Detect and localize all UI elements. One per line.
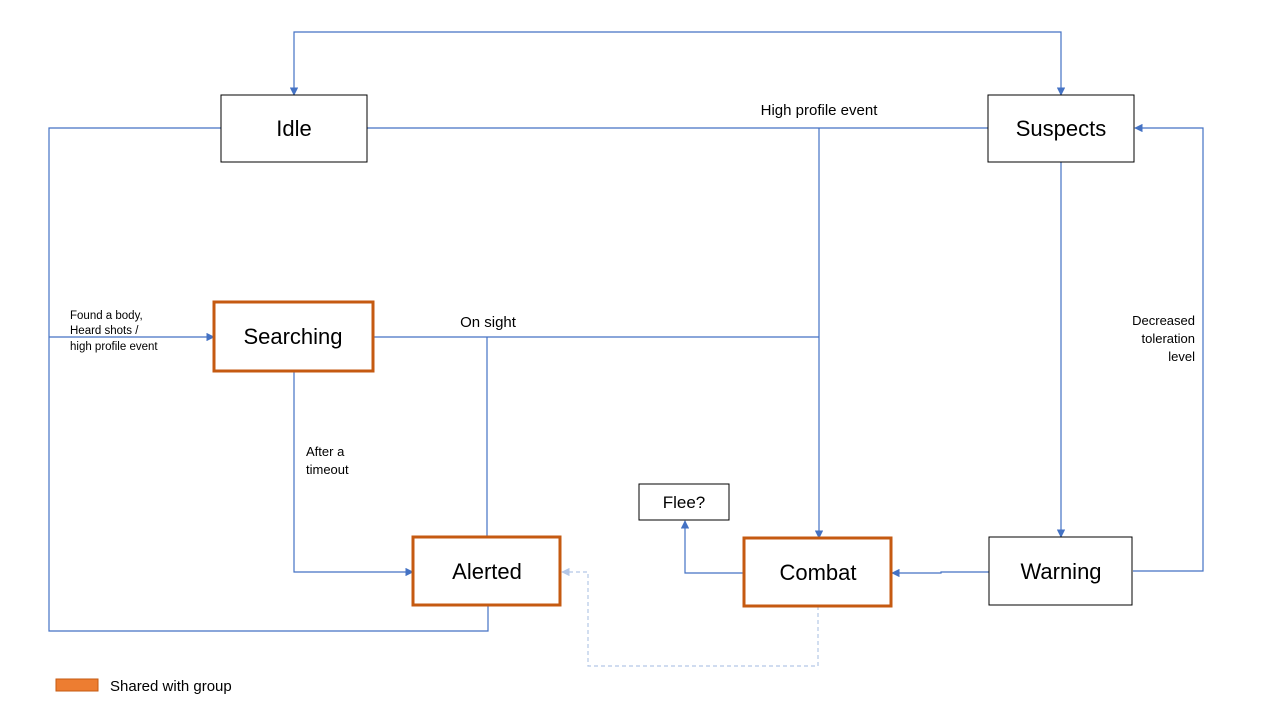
node-suspects: Suspects xyxy=(987,94,1135,163)
node-alerted: Alerted xyxy=(411,535,562,607)
node-flee: Flee? xyxy=(638,483,730,521)
label-found-body-line1: Found a body, xyxy=(70,310,143,322)
edge-combat-to-flee xyxy=(680,520,744,574)
label-after-timeout-line2: timeout xyxy=(306,462,349,477)
legend: Shared with group xyxy=(55,678,232,695)
node-combat: Combat xyxy=(742,536,893,608)
label-after-timeout-line1: After a xyxy=(306,444,345,459)
node-idle: Idle xyxy=(220,94,368,163)
label-decreased-line1: Decreased xyxy=(1132,313,1195,328)
edge-combat-to-alerted-dashed xyxy=(561,567,819,667)
edge-idle-suspects-top xyxy=(289,31,1066,96)
node-flee-label: Flee? xyxy=(663,493,706,512)
node-combat-label: Combat xyxy=(779,560,856,585)
label-found-body-line3: high profile event xyxy=(70,341,158,353)
legend-swatch xyxy=(55,678,99,692)
edge-warning-to-combat xyxy=(891,568,989,578)
label-found-body-line2: Heard shots / xyxy=(70,325,139,337)
label-decreased-line2: toleration xyxy=(1142,331,1195,346)
node-idle-label: Idle xyxy=(276,116,311,141)
node-searching-label: Searching xyxy=(243,324,342,349)
edge-searching-to-alerted xyxy=(293,372,414,577)
label-high-profile-event: High profile event xyxy=(761,102,879,119)
node-searching: Searching xyxy=(212,300,375,373)
label-on-sight: On sight xyxy=(460,314,517,331)
node-warning: Warning xyxy=(988,536,1133,606)
node-alerted-label: Alerted xyxy=(452,559,522,584)
edge-idle-left-loop xyxy=(48,127,489,632)
legend-label: Shared with group xyxy=(110,678,232,695)
node-warning-label: Warning xyxy=(1020,559,1101,584)
label-decreased-line3: level xyxy=(1168,349,1195,364)
node-suspects-label: Suspects xyxy=(1016,116,1107,141)
edge-warning-to-suspects xyxy=(1133,123,1204,572)
